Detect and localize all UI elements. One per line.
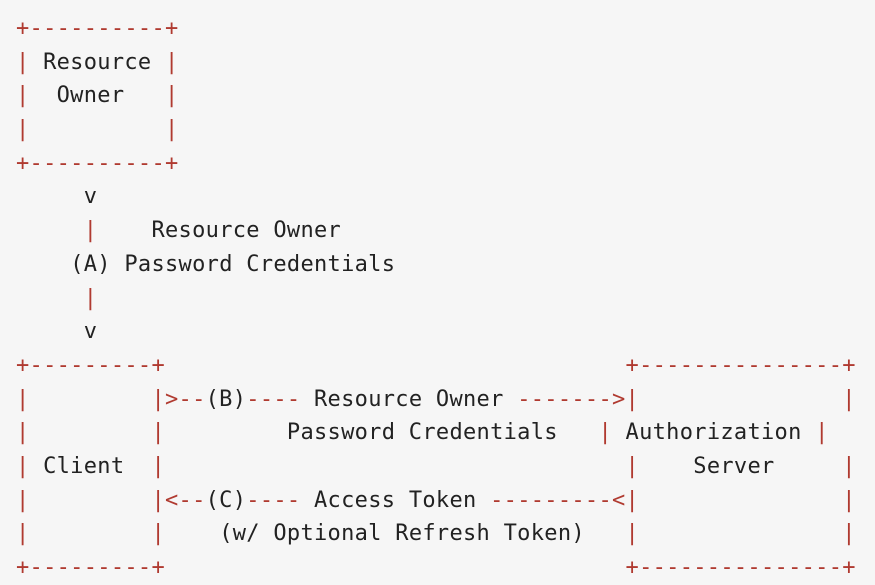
resource-owner-box-row-1: | Resource |: [16, 49, 179, 75]
client-and-server-box-top: +---------+ +---------------+: [16, 352, 856, 378]
authorization-server-label-line1: Authorization: [625, 420, 802, 446]
arrow-c-label-line2: (w/ Optional Refresh Token): [219, 521, 585, 547]
arrow-c-label-line1: Access Token: [314, 487, 477, 513]
arrow-a-label-line2: Password Credentials: [124, 251, 396, 277]
arrow-b-label-line1: Resource Owner: [314, 386, 504, 412]
arrow-c-row-1: | |<--(C)---- Access Token ---------<| |: [16, 487, 856, 513]
resource-owner-label-line1: Resource: [43, 49, 152, 75]
arrow-a-shaft: |: [16, 285, 98, 311]
resource-owner-box-top: +----------+: [16, 16, 179, 41]
arrow-b-marker: (B): [205, 386, 247, 412]
arrow-a-head-bottom: v: [16, 319, 98, 345]
arrow-a-head-top: v: [16, 184, 98, 210]
resource-owner-label-line2: Owner: [56, 83, 125, 109]
arrow-b-row-2: | | Password Credentials | Authorization…: [16, 420, 829, 446]
arrow-a-row-label-2: (A) Password Credentials: [16, 248, 856, 282]
client-row: | Client | | Server |: [16, 453, 856, 479]
arrow-a-label-line1: Resource Owner: [151, 218, 342, 244]
resource-owner-box-row-2: | Owner |: [16, 83, 179, 109]
arrow-a-marker: (A): [70, 251, 111, 277]
client-label: Client: [43, 453, 125, 479]
authorization-server-label-line2: Server: [693, 453, 775, 479]
resource-owner-box-bottom: +----------+: [16, 150, 179, 176]
oauth-password-flow-diagram: +----------+ | Resource | | Owner | | | +---…: [16, 12, 856, 585]
arrow-a-row-label-1: | Resource Owner: [16, 218, 342, 244]
arrow-b-label-line2: Password Credentials: [286, 420, 558, 446]
arrow-b-row-1: | |>--(B)---- Resource Owner ------->| |: [16, 386, 856, 412]
client-and-server-box-bottom: +---------+ +---------------+: [16, 555, 856, 580]
arrow-c-row-2: | | (w/ Optional Refresh Token) | |: [16, 521, 856, 547]
resource-owner-box-row-3: | |: [16, 117, 179, 143]
arrow-c-marker: (C): [205, 487, 247, 513]
